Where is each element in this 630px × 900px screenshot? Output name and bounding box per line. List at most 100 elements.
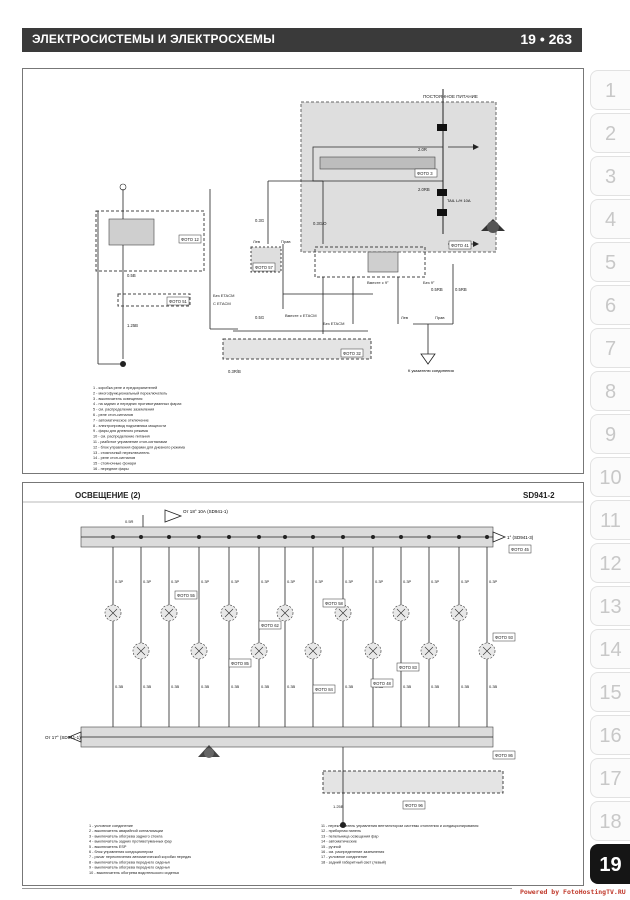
wire-color-label: 0.3P — [143, 579, 152, 584]
chapter-tab-13[interactable]: 13 — [590, 586, 630, 626]
wire-color-label: 0.3G — [255, 218, 264, 223]
legend-item: 14 - реле стоп-сигналов — [93, 456, 135, 460]
chapter-tab-9[interactable]: 9 — [590, 414, 630, 454]
legend-item: 3 - выключатель обогрева заднего стекла — [89, 834, 163, 838]
wiring-diagram-panel-2: ОСВЕЩЕНИЕ (2) SD941-2 От 18° 10А (SD941-… — [22, 482, 584, 886]
wire-color-label: 0.3P — [375, 579, 384, 584]
wire-color-label: 0.5G — [255, 315, 264, 320]
legend-item: 15 - стояночные фонари — [93, 462, 136, 466]
wire-color-label: 0.3B — [201, 684, 210, 689]
photo-label-box — [174, 590, 198, 600]
chapter-tab-1[interactable]: 1 — [590, 70, 630, 110]
wire-color-label: 0.5RB — [431, 287, 443, 292]
chapter-tab-10[interactable]: 10 — [590, 457, 630, 497]
side-label: Без 9° — [423, 280, 435, 285]
legend-item: 8 - электропривод подъемника мощности — [93, 424, 166, 428]
wire-color-label: 0.3P — [287, 579, 296, 584]
legend-item: 6 - реле стоп-сигналов — [93, 413, 133, 417]
wire-color-label: 0.3B — [171, 684, 180, 689]
lamp-filament-icon — [368, 646, 378, 656]
splice-dot — [139, 535, 143, 539]
legend-item: 10 - см. распределение питания — [93, 435, 150, 439]
chapter-tab-15[interactable]: 15 — [590, 672, 630, 712]
lamp-filament-icon — [482, 646, 492, 656]
legend-item: 12 - приборная панель — [321, 829, 361, 833]
legend-item: 13 - пепельница освещения фар — [321, 834, 379, 838]
chapter-tab-17[interactable]: 17 — [590, 758, 630, 798]
legend-item: 7 - рычаг переключения автоматической ко… — [89, 855, 191, 859]
etacm-option-label: Без ETACM — [213, 293, 234, 298]
wire-color-label: 0.3B — [431, 684, 440, 689]
splice-dot — [371, 535, 375, 539]
photo-label: ФОТО 58 — [325, 601, 344, 606]
splice-dot — [111, 535, 115, 539]
wire-color-label: 0.5RB — [455, 287, 467, 292]
chapter-tab-19[interactable]: 19 — [590, 844, 630, 884]
photo-label: ФОТО 84 — [315, 687, 334, 692]
chapter-tab-12[interactable]: 12 — [590, 543, 630, 583]
wire-color-label: 0.3P — [345, 579, 354, 584]
fuse-input-label: От 18° 10А (SD941-1) — [183, 509, 228, 514]
ground-symbol-icon — [420, 353, 436, 365]
photo-label-box — [340, 348, 364, 358]
photo-label: ФОТО 12 — [181, 237, 200, 242]
wire-color-label: 0.3B — [461, 684, 470, 689]
photo-label-box — [258, 620, 282, 630]
wire-color-label: 0.3P — [261, 579, 270, 584]
splice-dot — [167, 535, 171, 539]
legend-item: 16 - передние фары — [93, 467, 129, 471]
photo-label-box — [178, 234, 202, 244]
wire-color-label: 0.5B — [127, 273, 136, 278]
splice-dot — [341, 535, 345, 539]
wire-color-label: 2.0R — [418, 147, 427, 152]
legend-item: 1 - коробка реле и предохранителей — [93, 386, 157, 390]
chapter-tab-5[interactable]: 5 — [590, 242, 630, 282]
page-header: ЭЛЕКТРОСИСТЕМЫ И ЭЛЕКТРОСХЕМЫ 19 • 263 — [22, 28, 582, 52]
legend-item: 12 - блок управления фарами для дневного… — [93, 445, 186, 449]
chapter-tab-7[interactable]: 7 — [590, 328, 630, 368]
photo-label-box — [448, 240, 472, 250]
wire-color-label: 0.3B — [115, 684, 124, 689]
photo-label: ФОТО 3 — [417, 171, 433, 176]
wire-color-label: 0.3P — [315, 579, 324, 584]
bus-out-label: 1° (SD941-3) — [507, 535, 534, 540]
lamp-filament-icon — [396, 608, 406, 618]
wire-color-label: 0.5R — [125, 519, 134, 524]
lamp-filament-icon — [136, 646, 146, 656]
wire-color-label: 0.3P — [431, 579, 440, 584]
wire-color-label: 0.3P — [171, 579, 180, 584]
lamp-filament-icon — [254, 646, 264, 656]
photo-label-box — [508, 544, 532, 554]
wire-color-label: 1.25B — [127, 323, 138, 328]
chapter-tab-4[interactable]: 4 — [590, 199, 630, 239]
photo-label-box — [370, 678, 394, 688]
etacm-option-label: Без ETACM — [323, 321, 344, 326]
legend-item: 1 - условное соединение — [89, 824, 133, 828]
legend-item: 9 - фары для дневного режима — [93, 429, 149, 433]
chapter-tab-6[interactable]: 6 — [590, 285, 630, 325]
chapter-tab-2[interactable]: 2 — [590, 113, 630, 153]
legend-item: 10 - выключатель обогрева водительского … — [89, 871, 179, 875]
photo-label-box — [166, 296, 190, 306]
chapter-tab-16[interactable]: 16 — [590, 715, 630, 755]
photo-label-box — [402, 800, 426, 810]
legend-item: 17 - условное соединение — [321, 855, 367, 859]
chapter-tab-18[interactable]: 18 — [590, 801, 630, 841]
legend-item: 2 - выключатель аварийной сигнализации — [89, 829, 163, 833]
chapter-tab-14[interactable]: 14 — [590, 629, 630, 669]
lamp-filament-icon — [280, 608, 290, 618]
splice-dot — [257, 535, 261, 539]
photo-label: ФОТО 45 — [511, 547, 530, 552]
lamp-filament-icon — [164, 608, 174, 618]
wire-color-label: 0.3R/B — [228, 369, 241, 374]
chapter-tab-11[interactable]: 11 — [590, 500, 630, 540]
chapter-tab-3[interactable]: 3 — [590, 156, 630, 196]
splice-dot — [427, 535, 431, 539]
chapter-tab-8[interactable]: 8 — [590, 371, 630, 411]
relay-strip — [319, 156, 436, 170]
diagram-code: SD941-2 — [523, 491, 555, 500]
credit-watermark: Powered by FotoHostingTV.RU — [520, 888, 626, 896]
page-number: 19 • 263 — [520, 31, 572, 47]
wire-color-label: 0.3P — [201, 579, 210, 584]
wiring-diagram-1: ПОСТОЯННОЕ ПИТАНИЕ — [93, 89, 505, 471]
